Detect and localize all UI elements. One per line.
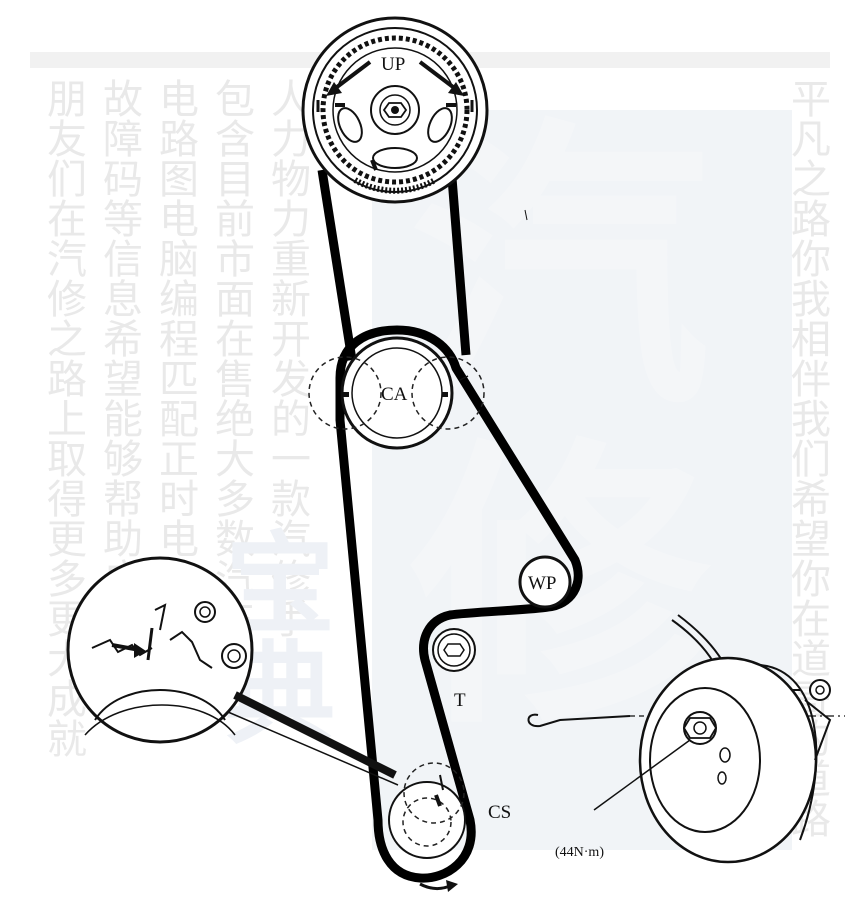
upper-pulley-up: UP	[301, 16, 489, 204]
label-ca: CA	[381, 384, 408, 405]
detail-magnifier	[66, 556, 399, 786]
label-cs: CS	[488, 802, 511, 823]
timing-belt	[335, 325, 583, 883]
rotation-arrow	[419, 882, 451, 891]
label-torque: (44N·m)	[555, 845, 604, 860]
crank-sprocket-cs: CS	[388, 762, 511, 892]
cam-pulley-ca: CA	[308, 336, 485, 450]
label-wp: WP	[528, 573, 557, 594]
watermark-column-3: 包含目前市面在售绝大多数汽车	[208, 78, 254, 638]
tensioner-pulley-t: T	[432, 628, 476, 711]
water-pump-pulley-wp: WP	[518, 555, 572, 609]
label-t: T	[454, 690, 466, 711]
watermark-column-2: 人力物力重新开发的一款汽修手	[264, 78, 310, 638]
belt-upper-right	[447, 177, 471, 356]
label-up: UP	[381, 54, 405, 75]
belt-upper-left	[317, 169, 357, 361]
tensioner-assembly-detail: (44N·m)	[527, 614, 845, 864]
